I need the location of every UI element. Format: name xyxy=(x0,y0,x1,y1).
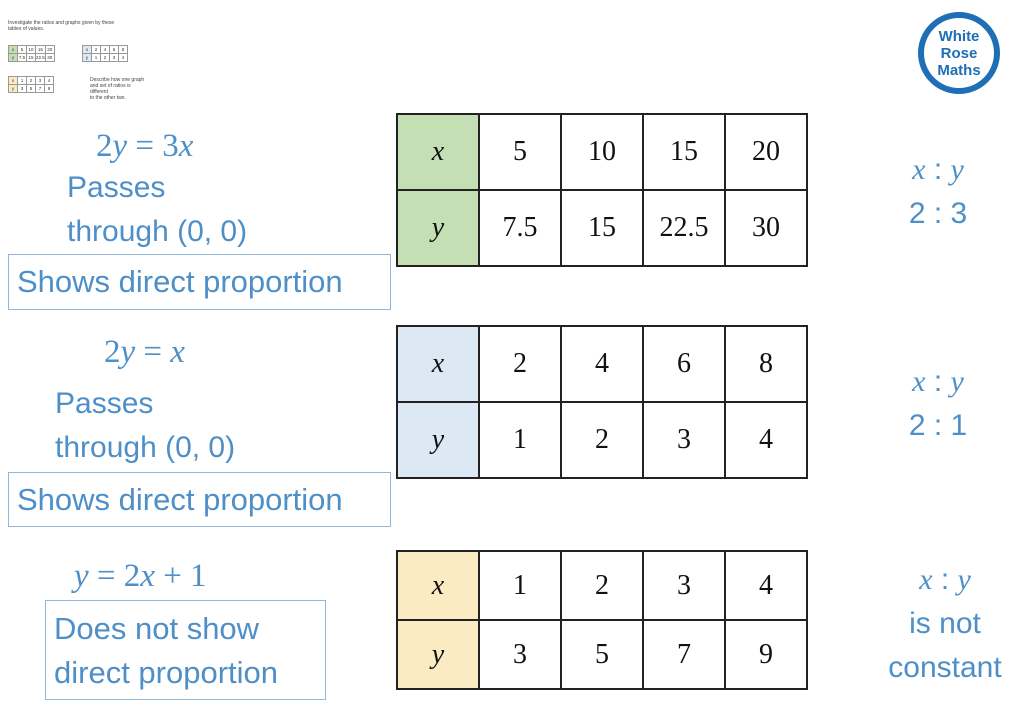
table-row-y: y 7.5 15 22.5 30 xyxy=(396,189,808,267)
thumbnail-table-1: x 5 10 15 20 y 7.5 15 22.5 30 xyxy=(8,45,55,62)
thumbnail-title: Investigate the ratios and graphs given … xyxy=(8,20,115,32)
logo-word-maths: Maths xyxy=(937,61,981,79)
row-label-x: x xyxy=(396,113,480,191)
table-row-x: x 5 10 15 20 xyxy=(396,113,808,191)
thumbnail: Investigate the ratios and graphs given … xyxy=(8,20,148,102)
table-row-x: x 2 4 6 8 xyxy=(396,325,808,403)
row-label-y: y xyxy=(396,619,480,690)
values-table-3: x 1 2 3 4 y 3 5 7 9 xyxy=(396,550,808,690)
table-row-y: y 3 5 7 9 xyxy=(396,619,808,690)
equation-2: 2y = x xyxy=(104,334,185,370)
white-rose-maths-logo: White Rose Maths xyxy=(918,12,1000,94)
conclusion-box-1: Shows direct proportion xyxy=(8,254,391,310)
thumbnail-table-2: x 2 4 6 8 y 1 2 3 4 xyxy=(82,45,128,62)
thumbnail-note: Describe how one graph and set of ratios… xyxy=(90,77,145,101)
row-label-x: x xyxy=(396,550,480,621)
conclusion-box-2: Shows direct proportion xyxy=(8,472,391,527)
equation-3: y = 2x + 1 xyxy=(74,558,207,594)
values-table-1: x 5 10 15 20 y 7.5 15 22.5 30 xyxy=(396,113,808,267)
logo-word-white: White xyxy=(938,27,980,45)
thumbnail-table-3: x 1 2 3 4 y 3 5 7 9 xyxy=(8,76,54,93)
ratio-2: x : y 2 : 1 xyxy=(908,365,968,442)
values-table-2: x 2 4 6 8 y 1 2 3 4 xyxy=(396,325,808,479)
conclusion-box-3: Does not show direct proportion xyxy=(45,600,326,700)
passes-through-origin-1: Passes through (0, 0) xyxy=(67,171,248,248)
table-row-x: x 1 2 3 4 xyxy=(396,550,808,621)
row-label-y: y xyxy=(396,401,480,479)
ratio-1: x : y 2 : 3 xyxy=(908,153,968,230)
ratio-3: x : y is not constant xyxy=(888,563,1002,684)
passes-through-origin-2: Passes through (0, 0) xyxy=(55,387,236,464)
row-label-y: y xyxy=(396,189,480,267)
row-label-x: x xyxy=(396,325,480,403)
logo-word-rose: Rose xyxy=(940,44,978,62)
table-row-y: y 1 2 3 4 xyxy=(396,401,808,479)
equation-1: 2y = 3x xyxy=(96,128,194,164)
